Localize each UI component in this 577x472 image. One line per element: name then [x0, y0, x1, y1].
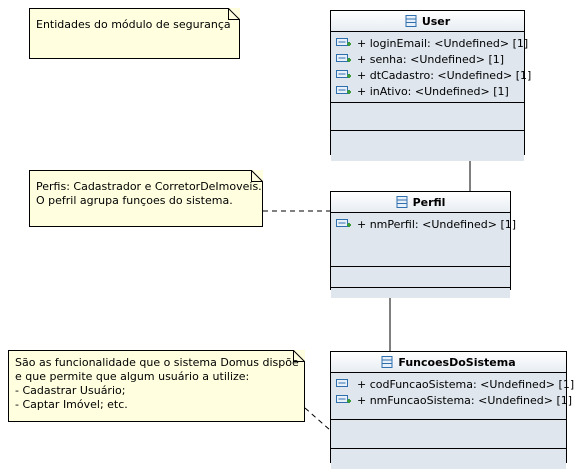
- attribute-row[interactable]: + dtCadastro: <Undefined> [1]: [331, 67, 531, 83]
- class-icon: [381, 356, 393, 368]
- note-shape: [8, 350, 305, 422]
- attribute-text: + dtCadastro: <Undefined> [1]: [357, 68, 532, 82]
- attribute-row[interactable]: + loginEmail: <Undefined> [1]: [331, 35, 528, 51]
- attribute-text: + nmPerfil: <Undefined> [1]: [357, 217, 517, 231]
- operation-compartment: [331, 267, 510, 288]
- class-header: Perfil: [331, 192, 510, 213]
- public-attribute-icon: [336, 69, 351, 78]
- class-icon: [405, 15, 417, 27]
- class-header: User: [331, 11, 524, 32]
- attribute-text: + senha: <Undefined> [1]: [357, 52, 505, 66]
- class-name: User: [421, 14, 451, 28]
- attribute-compartment: + codFuncaoSistema: <Undefined> [1] + nm…: [331, 373, 574, 420]
- note-perfil[interactable]: Perfis: Cadastrador e CorretorDeImoveis.…: [29, 170, 263, 227]
- class-funcoes-do-sistema[interactable]: FuncoesDoSistema + codFuncaoSistema: <Un…: [330, 351, 574, 469]
- class-name: Perfil: [412, 195, 446, 209]
- class-user[interactable]: User + loginEmail: <Undefined> [1] + sen…: [330, 10, 531, 161]
- extra-compartment: [331, 131, 524, 161]
- note-shape: [29, 170, 263, 227]
- attribute-row[interactable]: + senha: <Undefined> [1]: [331, 51, 524, 67]
- public-attribute-icon: [336, 37, 351, 46]
- attribute-row[interactable]: + nmPerfil: <Undefined> [1]: [331, 216, 516, 232]
- operation-compartment: [331, 420, 566, 449]
- operation-compartment: [331, 103, 524, 131]
- attribute-text: + codFuncaoSistema: <Undefined> [1]: [357, 377, 575, 391]
- attribute-text: + nmFuncaoSistema: <Undefined> [1]: [357, 393, 573, 407]
- attribute-row[interactable]: + inAtivo: <Undefined> [1]: [331, 83, 524, 99]
- note-text: São as funcionalidade que o sistema Domu…: [15, 356, 299, 411]
- attribute-icon: [336, 378, 348, 387]
- attribute-text: + loginEmail: <Undefined> [1]: [357, 36, 529, 50]
- public-attribute-icon: [336, 394, 351, 403]
- public-attribute-icon: [336, 218, 351, 227]
- note-text: Entidades do módulo de segurança: [36, 18, 231, 31]
- class-name: FuncoesDoSistema: [398, 355, 516, 369]
- class-header: FuncoesDoSistema: [331, 352, 566, 373]
- note-module-title[interactable]: Entidades do módulo de segurança: [29, 8, 240, 59]
- attribute-compartment: + nmPerfil: <Undefined> [1]: [331, 213, 516, 267]
- extra-compartment: [331, 449, 566, 469]
- extra-compartment: [331, 288, 510, 298]
- class-perfil[interactable]: Perfil + nmPerfil: <Undefined> [1]: [330, 191, 516, 298]
- attribute-row[interactable]: + nmFuncaoSistema: <Undefined> [1]: [331, 392, 572, 408]
- attribute-text: + inAtivo: <Undefined> [1]: [357, 84, 509, 98]
- note-funcoes[interactable]: São as funcionalidade que o sistema Domu…: [8, 350, 305, 422]
- public-attribute-icon: [336, 85, 351, 94]
- note-anchor-funcoes: [304, 407, 331, 431]
- note-text: Perfis: Cadastrador e CorretorDeImoveis.…: [36, 180, 262, 207]
- note-shape: [29, 8, 240, 59]
- attribute-compartment: + loginEmail: <Undefined> [1] + senha: <…: [331, 32, 531, 103]
- class-icon: [396, 196, 408, 208]
- attribute-row[interactable]: + codFuncaoSistema: <Undefined> [1]: [331, 376, 574, 392]
- public-attribute-icon: [336, 53, 351, 62]
